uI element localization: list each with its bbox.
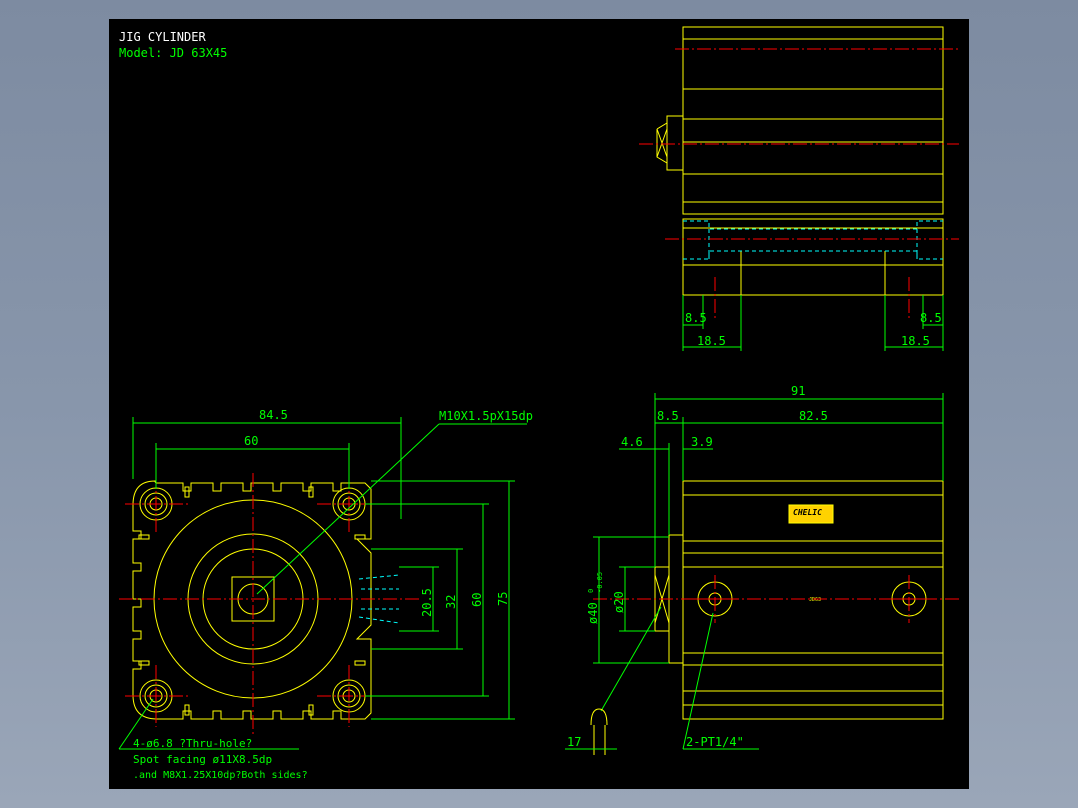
drawing-svg: .y { stroke:#ffff00; fill:none; stroke-w…: [118, 26, 959, 781]
front-dim-bolt-spacing: 60: [244, 434, 258, 448]
model-label: Model: JD 63X45: [119, 46, 227, 60]
side-dim-boss-dia: ø40: [586, 602, 600, 624]
top-body-outline: [682, 26, 944, 215]
top-dim-left-small: 8.5: [685, 311, 707, 325]
top-lower-block: [682, 218, 944, 296]
cad-drawing-canvas[interactable]: .y { stroke:#ffff00; fill:none; stroke-w…: [109, 19, 969, 789]
top-dim-left-large: 18.5: [697, 334, 726, 348]
side-dim-boss-tol-a: 0: [587, 589, 595, 593]
front-hole-note-3: .and M8X1.25X10dp?Both sides?: [133, 770, 308, 781]
front-body-outline: [132, 480, 372, 720]
side-view: CHELIC JD63 91 8.5 82.5 4.6 3.9 ø40 0 -0…: [565, 384, 959, 755]
top-rod-end: [666, 115, 684, 171]
front-dim-port-205: 20.5: [420, 588, 434, 617]
side-dim-17: 17: [567, 735, 581, 749]
front-hole-note-2: Spot facing ø11X8.5dp: [133, 753, 272, 766]
front-dim-height-75: 75: [496, 592, 510, 606]
top-dim-right-large: 18.5: [901, 334, 930, 348]
title-block: JIG CYLINDER Model: JD 63X45: [119, 30, 227, 60]
front-dim-port-32: 32: [444, 595, 458, 609]
side-dim-boss: 8.5: [657, 409, 679, 423]
front-hole-note-1: 4-ø6.8 ?Thru-hole?: [133, 737, 252, 750]
side-dim-39: 3.9: [691, 435, 713, 449]
front-view: 84.5 60 75 60 32 20.5 M10X1.5pX15dp 4-ø6…: [118, 408, 533, 781]
side-port-note: 2-PT1/4": [686, 735, 744, 749]
side-model-mark: JD63: [809, 597, 821, 603]
top-dim-right-small: 8.5: [920, 311, 942, 325]
brand-label: CHELIC: [793, 508, 822, 517]
side-dim-total: 91: [791, 384, 805, 398]
side-dim-rod-dia: ø20: [612, 591, 626, 613]
top-view: 8.5 18.5 8.5 18.5: [639, 26, 959, 351]
front-dim-width: 84.5: [259, 408, 288, 422]
drawing-title: JIG CYLINDER: [119, 30, 206, 44]
brand-label-plate: [788, 504, 834, 524]
side-dim-body: 82.5: [799, 409, 828, 423]
side-dim-boss-tol-b: -0.05: [596, 572, 604, 593]
front-thread-callout: M10X1.5pX15dp: [439, 409, 533, 423]
front-dim-height-60: 60: [470, 593, 484, 607]
side-dim-46: 4.6: [621, 435, 643, 449]
